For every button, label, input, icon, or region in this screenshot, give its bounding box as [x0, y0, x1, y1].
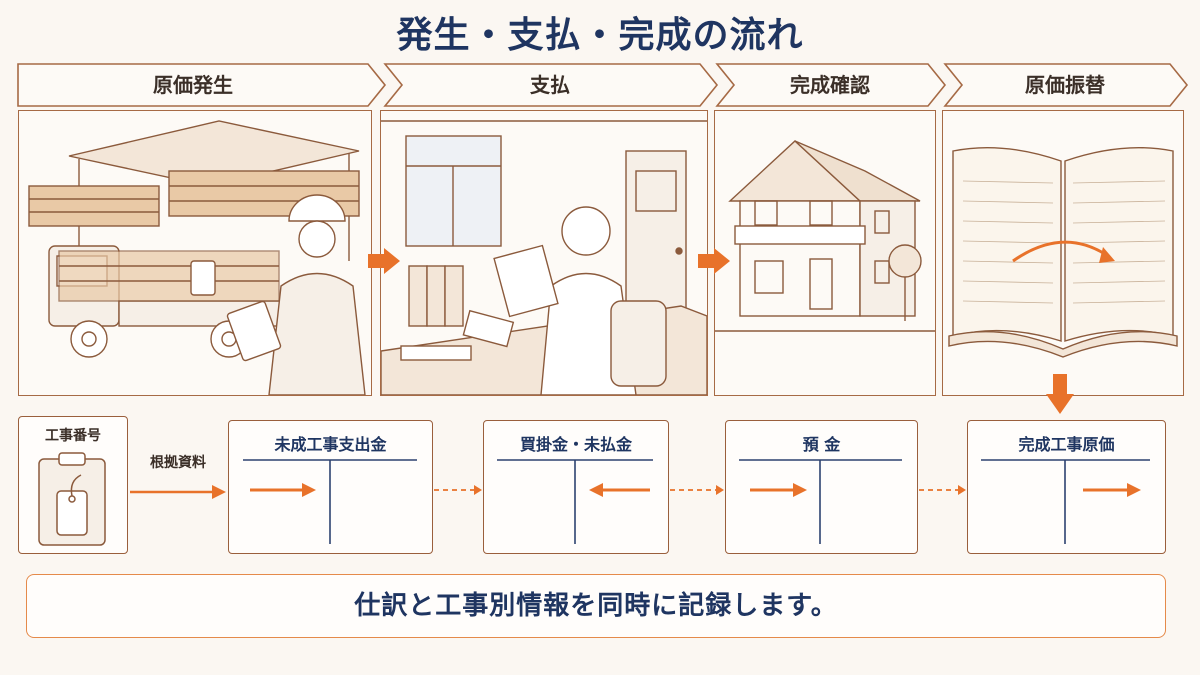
office-illustration [381, 120, 707, 395]
account-title-3: 預 金 [802, 435, 841, 454]
account-title-4: 完成工事原価 [1018, 435, 1115, 454]
step-chevron-3 [715, 63, 947, 107]
account-card-3: 預 金 [725, 420, 918, 554]
step-chevron-bar [17, 63, 1189, 107]
evidence-label: 根拠資料 [150, 455, 206, 471]
account-title-1: 未成工事支出金 [274, 435, 387, 454]
construction-number-card: 工事番号 [18, 416, 128, 554]
ledger-illustration [948, 146, 1178, 358]
step-label-3: 完成確認 [790, 73, 870, 97]
step-label-4: 原価振替 [1025, 73, 1105, 97]
house-illustration [715, 140, 935, 332]
scene-office-accounting [380, 110, 708, 396]
step-chevron-1 [17, 63, 387, 107]
step-label-2: 支払 [530, 73, 570, 97]
footer-note: 仕訳と工事別情報を同時に記録します。 [26, 574, 1166, 638]
flow-arrow-icon-2 [698, 248, 730, 274]
transfer-arrow [1012, 240, 1109, 263]
clipboard-tag-icon [38, 452, 106, 546]
lumber-truck-illustration [28, 120, 366, 395]
account-card-2: 買掛金・未払金 [483, 420, 669, 554]
page-title: 発生・支払・完成の流れ [396, 15, 804, 56]
step-chevron-4 [943, 63, 1189, 107]
down-arrow-icon [1046, 374, 1074, 414]
flow-arrow-icon-1 [368, 248, 400, 274]
evidence-arrow-icon [130, 485, 226, 499]
t-account-overlay [243, 459, 1150, 544]
scene-ledger-book [942, 110, 1184, 396]
scene-lumber-delivery [18, 110, 372, 396]
construction-number-label: 工事番号 [45, 428, 101, 444]
scene-completed-house [714, 110, 936, 396]
step-label-1: 原価発生 [153, 73, 233, 97]
step-chevron-2 [383, 63, 719, 107]
account-title-2: 買掛金・未払金 [519, 435, 632, 454]
